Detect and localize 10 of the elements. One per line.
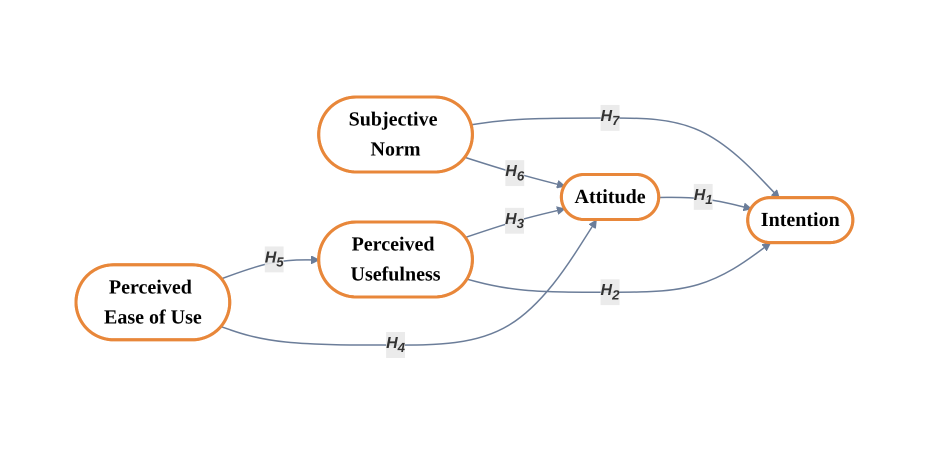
arrow (466, 242, 770, 293)
arrow (464, 206, 565, 238)
edge-label: H$_{2}$ (600, 282, 620, 302)
edge-label: H$_{6}$ (504, 163, 524, 184)
arrow (470, 117, 780, 198)
edge-label: H$_{3}$ (504, 210, 524, 231)
edge-label: H$_{5}$ (264, 249, 284, 270)
edge-label: H$_{4}$ (386, 334, 405, 356)
arrow (464, 156, 565, 188)
edge-label: H$_{1}$ (693, 186, 712, 208)
